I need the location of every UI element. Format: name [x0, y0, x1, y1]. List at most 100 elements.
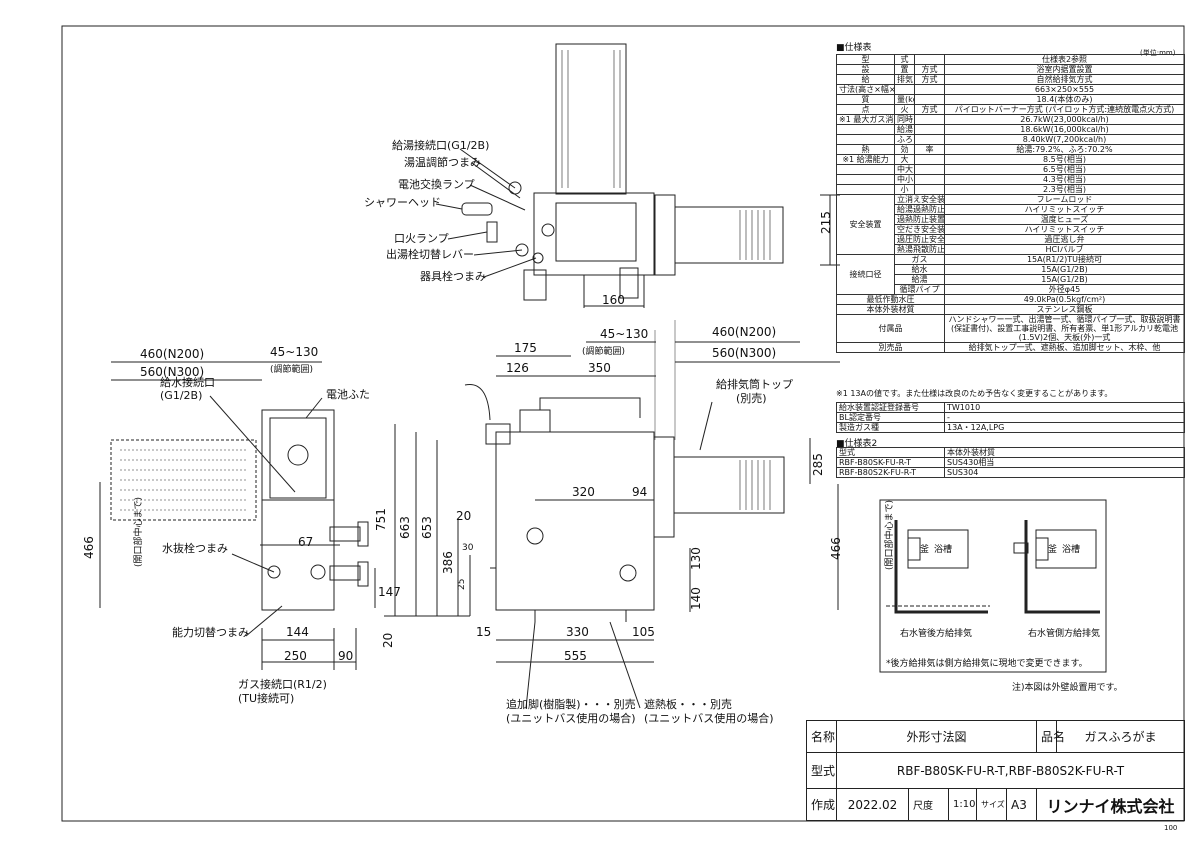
spec-cell: 循環パイプ [894, 284, 945, 295]
sketch-left-caption: 右水管後方給排気 [900, 627, 972, 639]
label-gas-inlet-note: (TU接続可) [238, 691, 294, 705]
spec-cell [914, 84, 945, 95]
top-view [435, 43, 840, 440]
dim-663: 663 [398, 516, 412, 539]
side-view [99, 361, 376, 670]
dim-250: 250 [284, 649, 307, 663]
spec-cell [914, 124, 945, 135]
spec-cell: 型 [836, 54, 895, 65]
spec-cell: 小 [894, 184, 915, 195]
date-value: 2022.02 [836, 788, 909, 821]
model-label: 型式 [806, 752, 837, 789]
side-view-labels: 460(N200) 560(N300) 45~130 (調節範囲) 給水接続口 … [82, 345, 401, 705]
dim-386: 386 [441, 551, 455, 574]
spec-cell: 給湯 [894, 124, 915, 135]
spec-cell: 給湯:79.2%、ふろ:70.2% [944, 144, 1185, 155]
spec-row: 本体外装材質ステンレス鋼板 [836, 304, 1185, 315]
spec-cell: - [944, 412, 1185, 423]
spec-row: 質量(kg)18.4(本体のみ) [836, 94, 1185, 105]
spec-cell: SUS304 [944, 467, 1185, 478]
dim-67: 67 [298, 535, 313, 549]
spec-row: 別売品給排気トップ一式、遮熱板、追加脚セット、木枠、他 [836, 342, 1185, 353]
label-flue-top: 給排気筒トップ [716, 377, 793, 391]
spec-cell: RBF-B80S2K-FU-R-T [836, 467, 945, 478]
spec-cell: 火 [894, 104, 915, 115]
spec-cell: 同時 [894, 114, 915, 125]
spec-cell: RBF-B80SK-FU-R-T [836, 457, 945, 468]
product-label: 品名 [1036, 720, 1065, 753]
spec-cell: 浴室内据置設置 [944, 64, 1185, 75]
spec2-header: 型式本体外装材質 [836, 447, 1185, 458]
scale-label: 尺度 [908, 788, 949, 821]
dim-25: 25 [457, 579, 467, 590]
spec-cell: 18.4(本体のみ) [944, 94, 1185, 105]
spec-cell: 給排気トップ一式、遮熱板、追加脚セット、木枠、他 [944, 342, 1185, 353]
dim-330: 330 [566, 625, 589, 639]
spec-cell: 2.3号(相当) [944, 184, 1185, 195]
label-opening-center-side: (開口部中心まで) [132, 497, 144, 567]
spec-cell: 付属品 [836, 314, 945, 343]
spec-cell [836, 174, 895, 185]
spec-cell: 製造ガス種 [836, 422, 945, 433]
spec-cell: 別売品 [836, 342, 945, 353]
spec-cell: 6.5号(相当) [944, 164, 1185, 175]
spec-cell: 外径φ45 [944, 284, 1185, 295]
dim-20-lower: 20 [381, 633, 395, 648]
spec-cell [894, 84, 915, 95]
spec-cell: 空だき安全装置 [894, 224, 945, 235]
dim-45-130-front: 45~130 [600, 327, 648, 341]
safety-row: 安全装置立消え安全装置フレームロッド [836, 194, 1185, 255]
spec-cell: 点 [836, 104, 895, 115]
spec-cell: 給 [836, 74, 895, 85]
label-adjust-range-side: (調節範囲) [270, 363, 313, 375]
dim-30: 30 [462, 543, 474, 553]
spec-cell: 給湯 [894, 274, 945, 285]
label-shower-head: シャワーヘッド [364, 196, 441, 209]
spec-cell: 15A(G1/2B) [944, 274, 1185, 285]
spec-cell: 大 [894, 154, 915, 165]
spec-cell [914, 164, 945, 175]
label-battery-lamp: 電池交換ランプ [398, 177, 475, 191]
spec-cell: 排気 [894, 74, 915, 85]
made-label: 作成 [806, 788, 837, 821]
spec-cell: 本体外装材質 [836, 304, 945, 315]
dim-560-front: 560(N300) [712, 346, 776, 360]
spec-cell: 最低作動水圧 [836, 294, 945, 305]
spec-cell: 方式 [914, 104, 945, 115]
sketch-right-boiler: 釜 [1048, 543, 1057, 555]
spec-cell: 仕様表2参照 [944, 54, 1185, 65]
spec-cell: 自然給排気方式 [944, 74, 1185, 85]
spec-cell: フレームロッド [944, 194, 1185, 205]
label-power-knob: 能力切替つまみ [172, 625, 249, 639]
dim-144: 144 [286, 625, 309, 639]
label-flue-top-note: (別売) [736, 392, 767, 405]
spec-cell: 量(kg) [894, 94, 915, 105]
spec-cell: 過熱防止装置 [894, 214, 945, 225]
dim-653: 653 [420, 516, 434, 539]
spec-cell: パイロットバーナー方式 (パイロット方式:連続放電点火方式) [944, 104, 1185, 115]
sketch-left-bath: 浴槽 [934, 543, 952, 555]
spec-table: 型式仕様表2参照設置方式浴室内据置設置給排気方式自然給排気方式寸法(高さ×幅×奥… [836, 54, 1185, 353]
dim-126: 126 [506, 361, 529, 375]
product-value: ガスふろがま [1056, 720, 1186, 753]
dim-320: 320 [572, 485, 595, 499]
install-labels: 釜 浴槽 釜 浴槽 右水管後方給排気 右水管側方給排気 *後方給排気は側方給排気… [886, 543, 1123, 693]
spec-unit: (単位:mm) [1140, 49, 1176, 57]
spec-row: 型式仕様表2参照 [836, 54, 1185, 65]
title-block: 名称 外形寸法図 品名 ガスふろがま 型式 RBF-B80SK-FU-R-T,R… [806, 720, 1186, 821]
spec-cell: 寸法(高さ×幅×奥行) [836, 84, 895, 95]
dim-466-front: 466 [829, 537, 843, 560]
spec-cell: 方式 [914, 64, 945, 75]
label-shield-note: (ユニットバス使用の場合) [644, 711, 774, 725]
name-value: 外形寸法図 [835, 720, 1038, 753]
dim-350: 350 [588, 361, 611, 375]
sketch-right-bath: 浴槽 [1062, 543, 1080, 555]
